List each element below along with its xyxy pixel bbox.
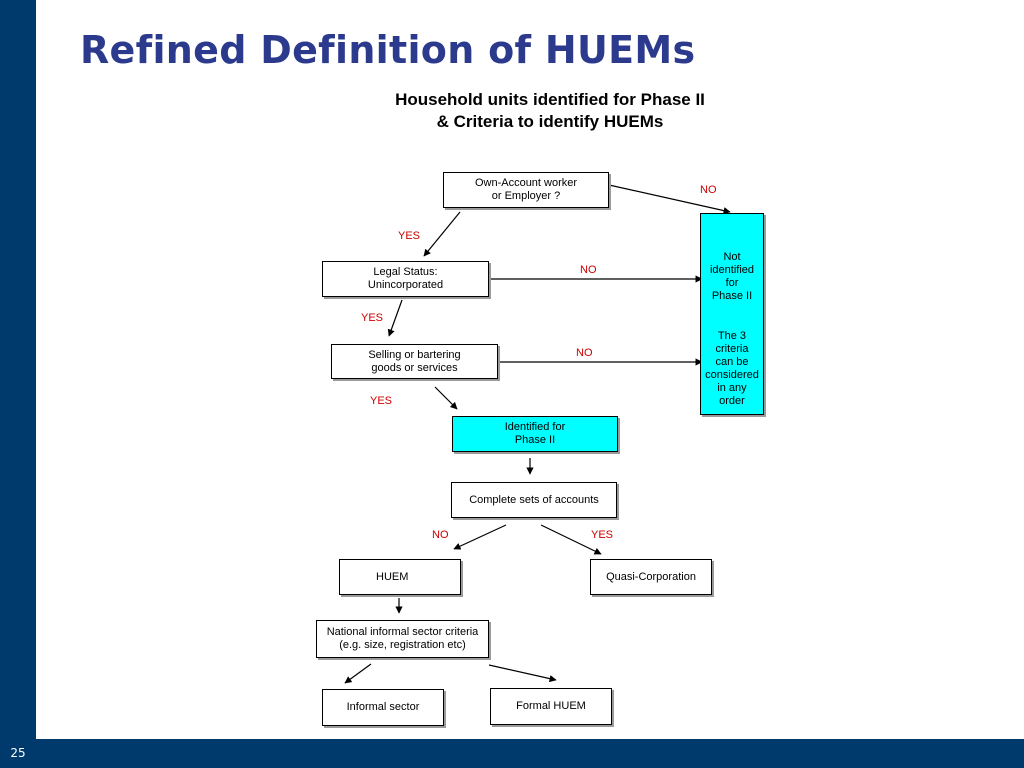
node-huem: HUEM <box>339 559 461 595</box>
criteria-note-text: The 3 criteria can be considered in any … <box>705 330 759 407</box>
label-no-selling: NO <box>576 347 593 359</box>
node-identified-phase-ii: Identified for Phase II <box>452 416 618 452</box>
edge-own-to-not-identified <box>608 184 731 215</box>
edge-selling-to-identified <box>434 386 458 410</box>
subtitle-line-1: Household units identified for Phase II <box>395 90 705 109</box>
label-no-own-account: NO <box>700 184 717 196</box>
bottom-frame-bar <box>0 739 1024 768</box>
diagram-subtitle: Household units identified for Phase II … <box>330 89 770 133</box>
edge-national-to-formal <box>488 664 557 683</box>
label-yes-accounts: YES <box>591 529 614 541</box>
edge-accounts-to-huem <box>453 524 507 550</box>
left-frame-bar <box>0 0 36 768</box>
label-no-legal: NO <box>580 264 597 276</box>
subtitle-line-2: & Criteria to identify HUEMs <box>436 112 664 131</box>
node-formal-huem: Formal HUEM <box>490 688 612 725</box>
edge-accounts-to-quasi <box>540 524 602 555</box>
label-yes-own-account: YES <box>398 230 421 242</box>
node-legal-status: Legal Status: Unincorporated <box>322 261 489 297</box>
label-yes-selling: YES <box>370 395 393 407</box>
not-identified-text: Not identified for Phase II <box>709 251 755 302</box>
slide-number: 25 <box>0 739 36 768</box>
node-quasi-corporation: Quasi-Corporation <box>590 559 712 595</box>
label-yes-legal: YES <box>361 312 384 324</box>
edge-own-to-legal <box>423 211 461 257</box>
slide-title: Refined Definition of HUEMs <box>80 28 696 72</box>
node-complete-accounts: Complete sets of accounts <box>451 482 617 518</box>
edge-national-to-informal <box>344 663 372 684</box>
node-not-identified-phase-ii: Not identified for Phase II The 3 criter… <box>700 213 764 415</box>
node-informal-sector: Informal sector <box>322 689 444 726</box>
node-selling-bartering: Selling or bartering goods or services <box>331 344 498 379</box>
label-no-accounts: NO <box>432 529 449 541</box>
node-national-criteria: National informal sector criteria (e.g. … <box>316 620 489 658</box>
edge-legal-to-selling <box>387 299 403 337</box>
node-own-account-worker: Own-Account worker or Employer ? <box>443 172 609 208</box>
